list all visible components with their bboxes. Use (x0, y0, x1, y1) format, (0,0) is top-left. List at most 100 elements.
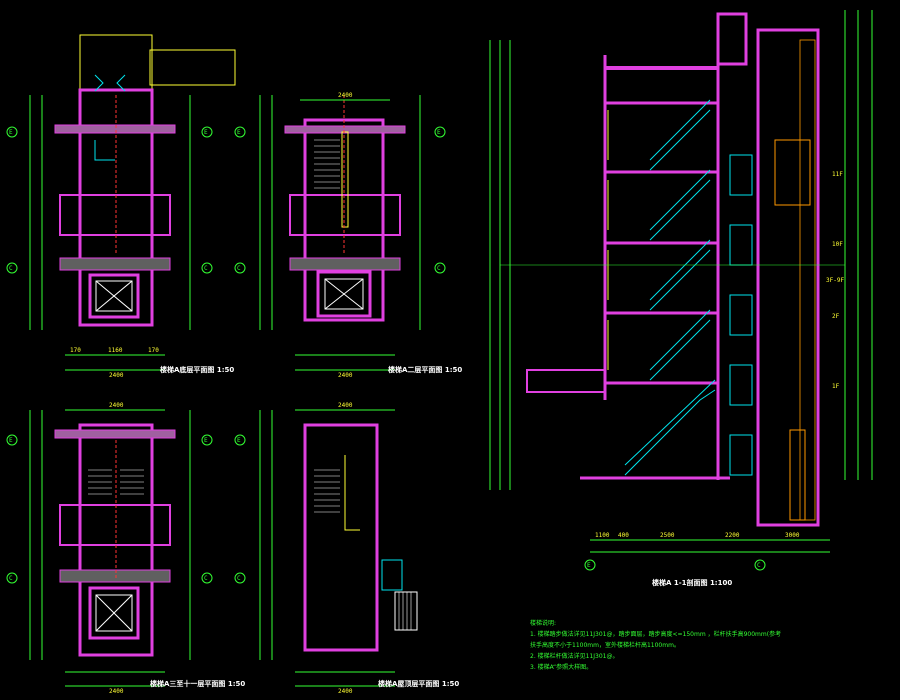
section-counterweight (789, 429, 806, 521)
plan-2-handrail (341, 131, 349, 228)
plan-4-axis-e-label: E (237, 437, 241, 444)
plan-4-title: 楼梯A屋顶层平面图 1:50 (378, 679, 459, 688)
plan-3-wall-band-1 (54, 429, 176, 439)
notes-line-4: 3. 楼梯A“参照大样图。 (530, 663, 592, 671)
plan-2: 2400 2400 E C E C 楼梯A二层平面图 1:50 (234, 92, 462, 379)
plan-2-axis-c-right (434, 262, 446, 274)
plan-1-sub-dim-1: 170 (70, 347, 81, 354)
plan-3-axis-c-right-label: C (204, 575, 208, 582)
section-roof-box (716, 12, 748, 66)
section-doors (729, 154, 753, 476)
notes-line-1: 1. 楼梯踏步做法详见11J301@，踏步面层，踏步高度<=150mm ，栏杆扶… (530, 630, 781, 638)
plan-2-wall-band-2 (289, 194, 401, 236)
plan-3-axis-e-right-label: E (204, 437, 208, 444)
section-axis-e-label: E (587, 562, 591, 569)
plan-2-stair-treads (314, 139, 340, 189)
plan-3-axis-c-right (201, 572, 213, 584)
section-bottom-dim-2: 400 (618, 532, 629, 539)
plan-3-walls (78, 423, 154, 657)
plan-3-axis-c (6, 572, 18, 584)
plan-1-axis-e-right-label: E (204, 129, 208, 136)
plan-2-width-dim: 2400 (338, 372, 353, 379)
plan-1-axis-c-right (201, 262, 213, 274)
plan-3-wall-band-3 (59, 569, 171, 583)
plan-2-axis-e-right-label: E (437, 129, 441, 136)
plan-4-axis-c-label: C (237, 575, 241, 582)
notes-line-3: 2. 楼梯栏杆做法详见11J301@。 (530, 652, 619, 660)
plan-1-wall-band-1 (54, 124, 176, 134)
plan-1-axis-e (6, 126, 18, 138)
plan-1-elevator-shaft (88, 273, 140, 319)
plan-4-ext-stair-treads (398, 592, 412, 630)
section-floor-10f: 10F (832, 241, 843, 248)
section-axis-e (584, 559, 596, 571)
plan-1-sub-dim-2: 1160 (108, 347, 123, 354)
section-elevator-shaft (756, 28, 820, 527)
plan-3-axis-e-right (201, 434, 213, 446)
plan-4-handrail (344, 455, 360, 531)
notes-block: 楼梯说明: 1. 楼梯踏步做法详见11J301@，踏步面层，踏步高度<=150m… (530, 619, 781, 671)
plan-1-title: 楼梯A底层平面图 1:50 (160, 365, 234, 374)
plan-3-axis-c-label: C (9, 575, 13, 582)
plan-1: 2400 170 1160 170 E C E C 楼梯A底层平面图 1:50 (6, 34, 236, 379)
plan-1-wall-band-2 (59, 194, 171, 236)
section-bottom-dim-4: 2200 (725, 532, 740, 539)
plan-3-top-dim: 2400 (109, 402, 124, 409)
plan-1-axis-e-right (201, 126, 213, 138)
plan-2-elevator-x2 (324, 278, 364, 310)
plan-3-stair-treads (88, 469, 144, 495)
section-floor-slabs (580, 101, 730, 480)
plan-2-axis-c-label: C (237, 265, 241, 272)
section-canopy (526, 369, 606, 393)
plan-4: 2400 2400 E C 楼梯A屋顶层平面图 1:50 (234, 402, 459, 695)
plan-2-axis-e (234, 126, 246, 138)
plan-1-axis-e-label: E (9, 129, 13, 136)
plan-3-elevator-shaft (88, 586, 140, 640)
notes-heading: 楼梯说明: (530, 619, 556, 627)
plan-1-door-swing (94, 74, 104, 92)
plan-2-top-dim: 2400 (338, 92, 353, 99)
section-axis-c (754, 559, 766, 571)
plan-3-elevator-x2 (95, 594, 133, 632)
plan-4-door (381, 559, 403, 591)
plan-3-axis-e-label: E (9, 437, 13, 444)
plan-2-title: 楼梯A二层平面图 1:50 (388, 365, 462, 374)
plan-4-axis-c (234, 572, 246, 584)
plan-4-width-dim: 2400 (338, 688, 353, 695)
plan-1-axis-c-right-label: C (204, 265, 208, 272)
plan-1-canopy (79, 34, 153, 91)
plan-4-walls (303, 423, 379, 652)
notes-line-2: 扶手高度不小于1100mm，室外楼梯栏杆高1100mm。 (530, 641, 680, 649)
section-elevator-car (774, 139, 811, 206)
plan-1-axis-c (6, 262, 18, 274)
section-view: 1100 400 2500 2200 3000 E C 1F 2F 3F-9F … (489, 10, 873, 587)
plan-2-elevator-car (324, 278, 364, 310)
plan-4-top-dim: 2400 (338, 402, 353, 409)
plan-1-elevator-car (95, 280, 133, 312)
section-floor-11f: 11F (832, 171, 843, 178)
plan-1-axis-c-label: C (9, 265, 13, 272)
section-bottom-dim-3: 2500 (660, 532, 675, 539)
section-bottom-dim-5: 3000 (785, 532, 800, 539)
plan-3-axis-e (6, 434, 18, 446)
plan-1-width-dim: 2400 (109, 372, 124, 379)
plan-3-wall-band-2 (59, 504, 171, 546)
section-floor-3f-9f: 3F-9F (826, 277, 844, 284)
plan-2-wall-band-1 (284, 125, 406, 134)
plan-3-width-dim: 2400 (109, 688, 124, 695)
plan-1-stair-line (94, 140, 115, 161)
plan-2-axis-e-label: E (237, 129, 241, 136)
section-stair-flights (624, 99, 716, 476)
plan-1-sub-dim-3: 170 (148, 347, 159, 354)
plan-4-stair-treads (314, 469, 340, 513)
plan-1-door-swing-2 (116, 74, 126, 92)
plan-2-axis-c-right-label: C (437, 265, 441, 272)
plan-2-wall-band-3 (289, 257, 401, 271)
plan-1-walls (78, 88, 154, 327)
plan-4-ext-stair (394, 591, 418, 631)
plan-2-axis-c (234, 262, 246, 274)
section-axis-c-label: C (757, 562, 761, 569)
section-floor-1f: 1F (832, 383, 840, 390)
plan-4-axis-e (234, 434, 246, 446)
